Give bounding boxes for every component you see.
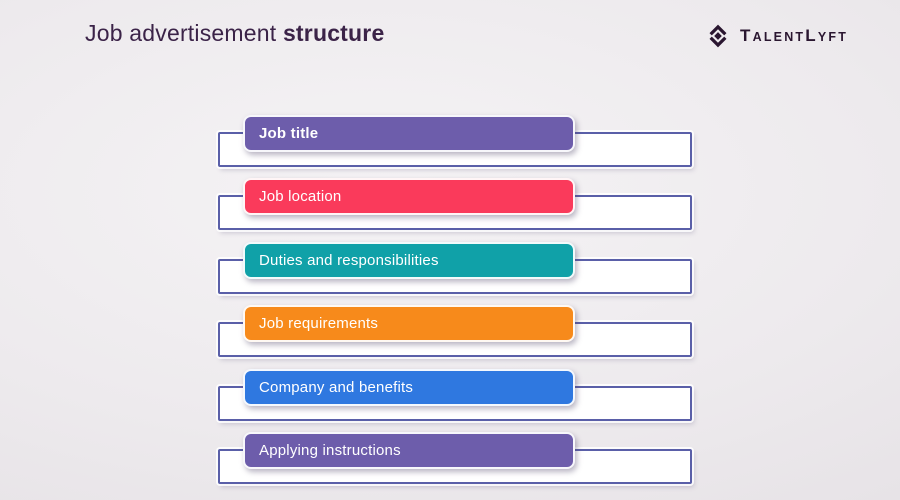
bar-label: Applying instructions [259, 442, 401, 459]
wordmark-yft: YFT [817, 30, 849, 44]
page-title: Job advertisement structure [85, 20, 384, 47]
bar-label: Company and benefits [259, 379, 414, 396]
row-applying-instructions: Applying instructions [218, 432, 692, 484]
bar-label: Job requirements [259, 315, 379, 332]
bar-label: Job title [259, 125, 319, 142]
bar-job-location: Job location [243, 178, 575, 215]
bar-label: Job location [259, 188, 342, 205]
talentlyft-diamond-icon [709, 24, 727, 48]
talentlyft-wordmark: TALENTLYFT [740, 27, 848, 45]
bar-applying-instructions: Applying instructions [243, 432, 575, 469]
wordmark-alent: ALENT [752, 30, 806, 44]
row-job-title: Job title [218, 115, 692, 167]
bar-label: Duties and responsibilities [259, 252, 439, 269]
wordmark-t: T [740, 26, 753, 45]
bar-job-requirements: Job requirements [243, 305, 575, 342]
wordmark-l: L [805, 26, 818, 45]
bar-company-benefits: Company and benefits [243, 369, 575, 406]
page-title-regular: Job advertisement [85, 20, 277, 46]
talentlyft-logo: TALENTLYFT [703, 21, 848, 51]
page-title-bold: structure [282, 20, 385, 46]
row-company-benefits: Company and benefits [218, 369, 692, 421]
bar-job-title: Job title [243, 115, 575, 152]
row-job-requirements: Job requirements [218, 305, 692, 357]
row-duties-responsibilities: Duties and responsibilities [218, 242, 692, 294]
row-job-location: Job location [218, 178, 692, 230]
bar-duties-responsibilities: Duties and responsibilities [243, 242, 575, 279]
